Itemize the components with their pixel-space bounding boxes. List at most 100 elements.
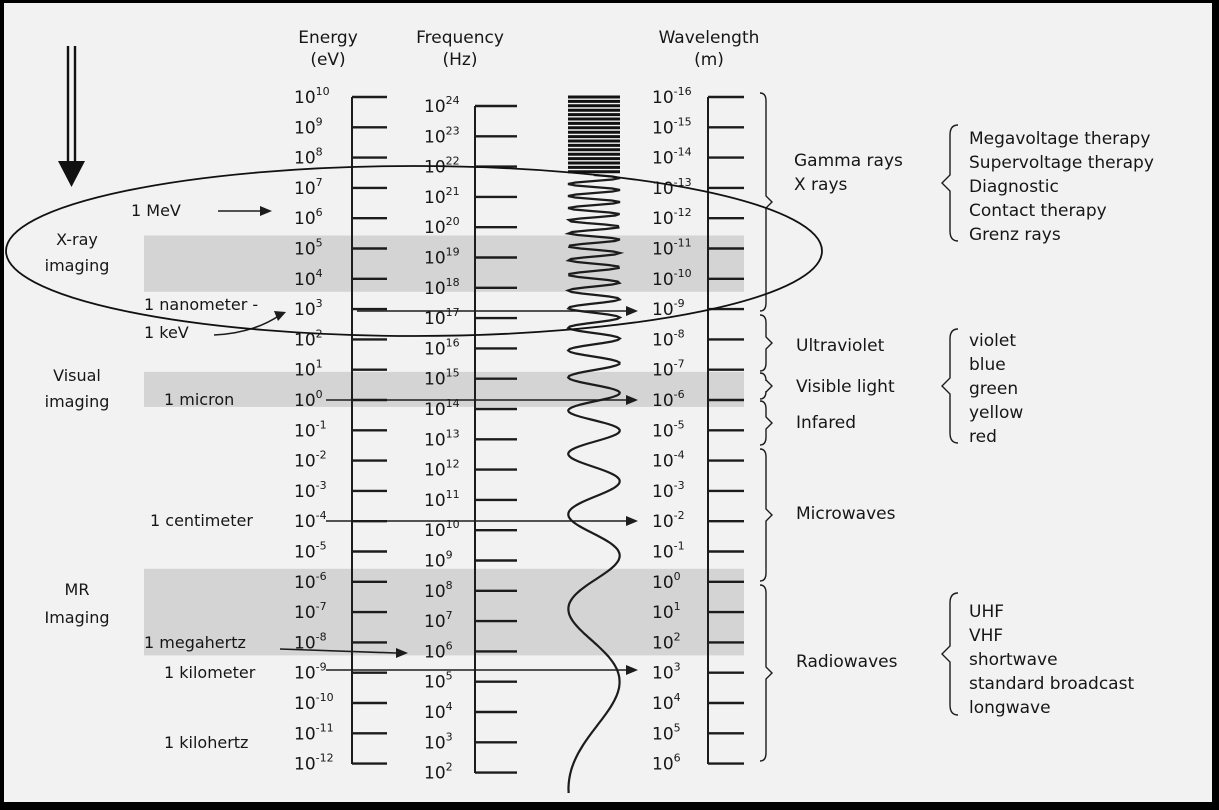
tick-exponent: 2 [446,761,453,774]
tick-base: 10 [424,158,446,178]
wavelength-scale: 10-1610-1510-1410-1310-1210-1110-1010-91… [652,85,744,775]
tick-base: 10 [424,703,446,723]
em-spectrum-figure: Energy (eV) Frequency (Hz) Wavelength (m… [4,3,1212,802]
tick-base: 10 [652,633,674,653]
tick-base: 10 [424,461,446,481]
tick-base: 10 [294,482,316,502]
tick-base: 10 [294,512,316,532]
wavelength-tick-label: 103 [652,661,681,684]
energy-tick-label: 10-12 [294,752,334,775]
tick-base: 10 [424,218,446,238]
frequency-header: Frequency [416,28,504,48]
tick-base: 10 [294,240,316,260]
frequency-tick-label: 1020 [424,215,460,238]
tick-base: 10 [294,421,316,441]
tick-base: 10 [652,330,674,350]
energy-tick-label: 102 [294,327,323,350]
marker-label: 1 kilometer [164,663,256,682]
energy-tick-label: 101 [294,358,323,381]
energy-tick-label: 108 [294,146,323,169]
tick-base: 10 [294,300,316,320]
tick-base: 10 [294,149,316,169]
tick-exponent: 6 [316,206,323,219]
frequency-tick-label: 1021 [424,185,460,208]
tick-base: 10 [652,421,674,441]
imaging-bands [144,235,744,656]
tick-exponent: 1 [316,358,323,371]
tick-base: 10 [424,309,446,329]
tick-exponent: -11 [674,237,692,250]
energy-tick-label: 10-1 [294,418,327,441]
imaging-band-2 [144,568,744,656]
kev-arrow [213,314,281,336]
energy-unit: (eV) [310,50,345,70]
wavelength-tick-label: 10-2 [652,509,685,532]
energy-tick-label: 10-3 [294,479,327,502]
tick-base: 10 [652,149,674,169]
arrowhead-icon [626,516,638,526]
frequency-scale: 1024102310221021102010191018101710161015… [424,94,517,784]
wavelength-tick-label: 10-9 [652,297,685,320]
tick-exponent: 5 [674,721,681,734]
tick-exponent: 5 [446,670,453,683]
wavelength-tick-label: 102 [652,630,681,653]
energy-tick-label: 10-2 [294,449,327,472]
subcategory-label: green [969,379,1018,399]
megahertz-arrow [279,648,397,654]
tick-base: 10 [424,400,446,420]
energy-scale: 101010910810710610510410310210110010-110… [294,85,387,775]
tick-exponent: 8 [316,146,323,159]
energy-tick-label: 10-8 [294,630,327,653]
tick-exponent: -10 [316,691,334,704]
tick-base: 10 [424,521,446,541]
imaging-band-0 [144,235,744,292]
imaging-label-line1: MR [65,580,90,599]
tick-exponent: -5 [316,540,327,553]
tick-exponent: 2 [674,630,681,643]
tick-base: 10 [294,118,316,138]
tick-exponent: 1 [674,600,681,613]
wave-dense-top [568,95,620,174]
tick-base: 10 [424,673,446,693]
tick-exponent: -9 [316,661,327,674]
marker-label: 1 centimeter [150,511,253,530]
tick-base: 10 [294,209,316,229]
frequency-tick-label: 1015 [424,367,460,390]
tick-exponent: 3 [446,730,453,743]
tick-exponent: 9 [446,549,453,562]
down-arrow-icon [58,161,85,187]
subcategory-label: Diagnostic [969,177,1059,197]
tick-exponent: -12 [316,752,334,765]
tick-base: 10 [652,543,674,563]
bracket-infrared [759,400,773,446]
frequency-tick-label: 1022 [424,155,460,178]
bracket-visible [759,372,773,400]
tick-base: 10 [424,733,446,753]
wavelength-tick-label: 104 [652,691,681,714]
xray-highlight-ellipse [5,165,823,337]
subcategory-label: VHF [969,626,1003,646]
tick-exponent: 7 [316,176,323,189]
imaging-band-1 [144,371,744,407]
category-label: Radiowaves [796,652,898,672]
tick-exponent: 18 [446,276,460,289]
subcategory-label: red [969,427,997,447]
energy-header: Energy [298,28,358,48]
tick-exponent: -8 [674,327,685,340]
arrowhead-icon [626,395,638,405]
tick-exponent: 0 [674,570,681,583]
subcategory-label: blue [969,355,1006,375]
subcategory-label: yellow [969,403,1023,423]
tick-base: 10 [652,300,674,320]
wavelength-tick-label: 10-3 [652,479,685,502]
tick-exponent: 4 [316,267,323,280]
wavelength-tick-label: 101 [652,600,681,623]
tick-base: 10 [424,430,446,450]
wavelength-tick-label: 10-14 [652,146,692,169]
subcategory-label: longwave [969,698,1051,718]
category-label: Ultraviolet [796,336,885,356]
tick-exponent: -15 [674,115,692,128]
brace-visible-subs [941,328,959,444]
marker-label: 1 keV [144,323,189,342]
